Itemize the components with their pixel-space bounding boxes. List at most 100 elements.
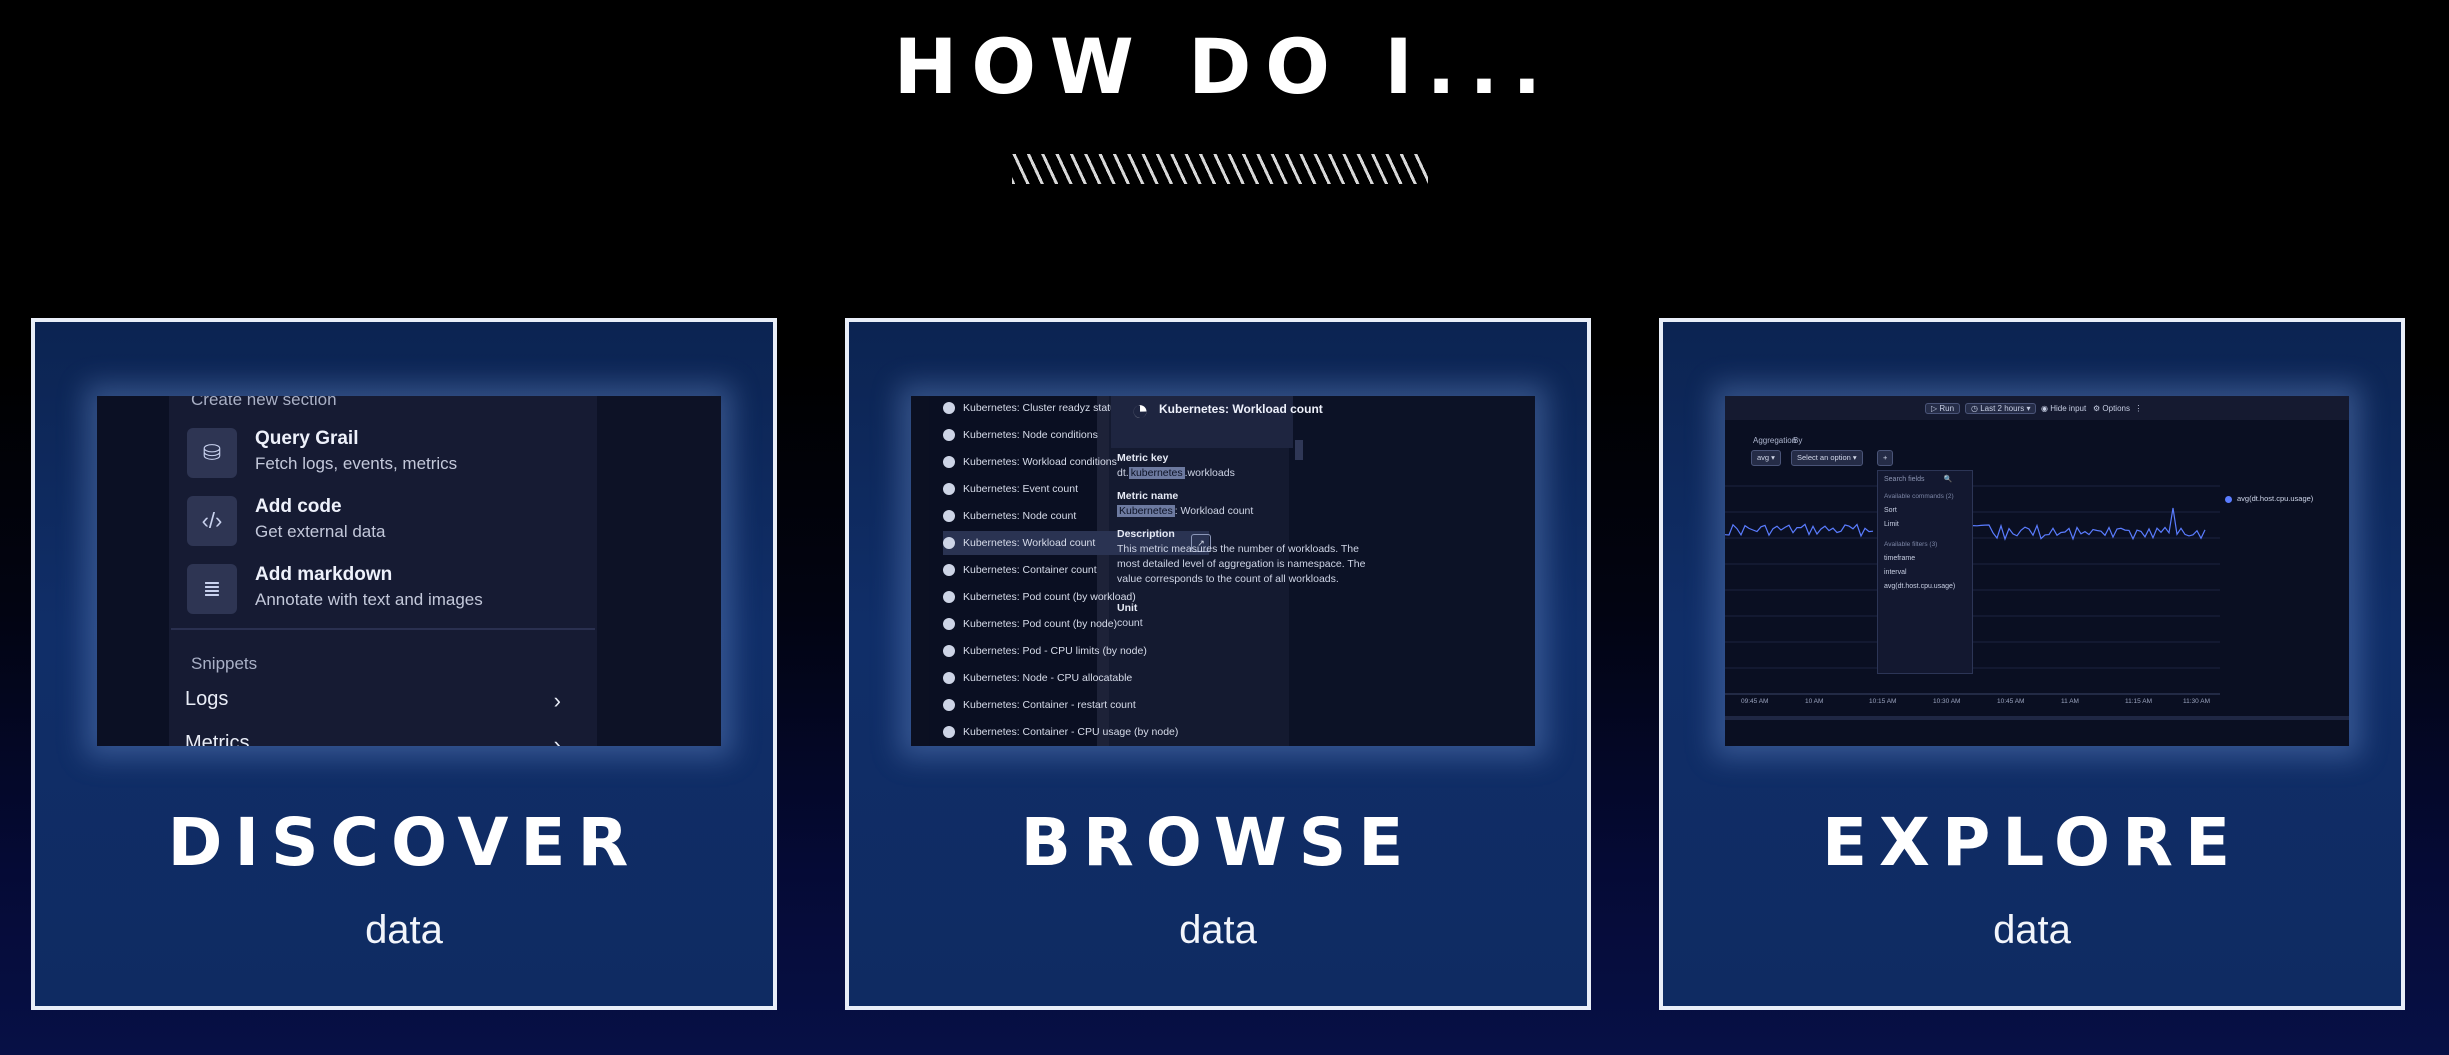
side-handle[interactable]: [1295, 440, 1303, 460]
x-tick: 10:15 AM: [1869, 698, 1897, 705]
kubernetes-icon: [943, 618, 955, 631]
browse-card[interactable]: Kubernetes: Cluster readyz status Kubern…: [845, 318, 1591, 1010]
card-noun: data: [365, 908, 443, 952]
card-noun: data: [1993, 908, 2071, 952]
series-line: [1725, 523, 1874, 538]
metric-label: Kubernetes: Container - CPU usage (by no…: [963, 726, 1179, 738]
dropdown-section-header: Available commands (2): [1884, 493, 1954, 500]
hide-input-button[interactable]: ◉ Hide input: [2041, 404, 2087, 413]
metric-name-label: Metric name: [1117, 490, 1179, 502]
metric-list-item[interactable]: Kubernetes: Pod count (by workload): [943, 585, 1333, 609]
metric-list-item[interactable]: Kubernetes: Node conditions: [943, 423, 1333, 447]
list-scrollbar[interactable]: [1097, 396, 1109, 746]
detail-header: [1111, 396, 1293, 448]
dropdown-option[interactable]: Limit: [1884, 521, 1899, 528]
run-button[interactable]: ▷ Run: [1925, 402, 1961, 416]
dropdown-section-header: Available filters (3): [1884, 541, 1938, 548]
add-markdown-option[interactable]: ≣ Add markdown Annotate with text and im…: [187, 562, 587, 618]
unit-label: Unit: [1117, 602, 1138, 614]
browse-screenshot: Kubernetes: Cluster readyz status Kubern…: [911, 396, 1535, 746]
x-tick: 10:30 AM: [1933, 698, 1961, 705]
dropdown-option[interactable]: Sort: [1884, 507, 1897, 514]
background-pane: [1289, 396, 1535, 746]
query-grail-option[interactable]: ⛁ Query Grail Fetch logs, events, metric…: [187, 426, 587, 482]
option-subtitle: Annotate with text and images: [255, 590, 483, 609]
metric-list-item-selected[interactable]: Kubernetes: Workload count↗: [943, 531, 1211, 555]
chevron-right-icon: ›: [553, 688, 561, 713]
dropdown-option[interactable]: avg(dt.host.cpu.usage): [1884, 583, 1956, 590]
open-icon[interactable]: ↗: [1191, 534, 1211, 552]
explore-screenshot: ▷ Run ◷ Last 2 hours ▾ ◉ Hide input ⚙ Op…: [1725, 396, 2349, 746]
metric-list-item[interactable]: Kubernetes: Pod count (by node): [943, 612, 1333, 636]
metric-list-item[interactable]: Kubernetes: Container count: [943, 558, 1333, 582]
kubernetes-icon: [943, 645, 955, 658]
metric-label: Kubernetes: Pod count (by workload): [963, 591, 1136, 603]
series-line: [1972, 507, 2206, 541]
by-label: By: [1793, 436, 1803, 445]
metric-list-item[interactable]: Kubernetes: Pod - CPU limits (by node): [943, 639, 1333, 663]
aggregation-label: Aggregation: [1753, 436, 1797, 445]
x-tick: 10 AM: [1805, 698, 1824, 705]
snippet-label: Logs: [185, 688, 229, 710]
chevron-right-icon: ›: [553, 732, 561, 746]
x-tick: 11:30 AM: [2183, 698, 2210, 705]
card-verb: BROWSE: [1020, 804, 1416, 881]
option-subtitle: Fetch logs, events, metrics: [255, 454, 458, 473]
metric-label: Kubernetes: Event count: [963, 483, 1078, 495]
metric-list-item[interactable]: Kubernetes: Container - restart count: [943, 693, 1333, 717]
metric-label: Kubernetes: Pod count (by node): [963, 618, 1118, 630]
chart-legend[interactable]: avg(dt.host.cpu.usage): [2225, 494, 2313, 503]
metric-list-item[interactable]: Kubernetes: Event count: [943, 477, 1333, 501]
options-button[interactable]: ⚙ Options ⋮: [2093, 404, 2143, 413]
description-label: Description: [1117, 528, 1175, 540]
metric-key-value: dt.kubernetes.workloads: [1117, 467, 1235, 479]
metric-detail-panel: [1109, 396, 1289, 746]
add-code-option[interactable]: ‹/› Add code Get external data: [187, 494, 587, 550]
metric-label: Kubernetes: Cluster readyz status: [963, 402, 1122, 414]
kubernetes-icon: [943, 402, 955, 415]
timeframe-selector[interactable]: ◷ Last 2 hours ▾: [1965, 402, 2037, 416]
code-icon: ‹/›: [187, 496, 237, 546]
search-fields-input[interactable]: Search fields 🔍: [1884, 476, 1953, 483]
discover-screenshot: Create new section ⛁ Query Grail Fetch l…: [97, 396, 721, 746]
fields-dropdown[interactable]: Search fields 🔍 Available commands (2) S…: [1877, 470, 1973, 674]
card-verb: DISCOVER: [167, 804, 641, 881]
metric-label: Kubernetes: Pod - CPU limits (by node): [963, 645, 1147, 657]
by-select[interactable]: Select an option ▾: [1791, 450, 1863, 466]
option-title: Add markdown: [255, 564, 393, 585]
metric-key-label: Metric key: [1117, 452, 1169, 464]
discover-card[interactable]: Create new section ⛁ Query Grail Fetch l…: [31, 318, 777, 1010]
kubernetes-icon: [943, 429, 955, 442]
metric-list-item[interactable]: Kubernetes: Cluster readyz status: [943, 396, 1333, 420]
metric-name-value: Kubernetes: Workload count: [1117, 505, 1254, 517]
option-title: Query Grail: [255, 428, 359, 449]
metric-label: Kubernetes: Node conditions: [963, 429, 1098, 441]
dropdown-option[interactable]: interval: [1884, 569, 1907, 576]
metric-list-item[interactable]: Kubernetes: Node - CPU allocatable: [943, 666, 1333, 690]
metric-label: Kubernetes: Node count: [963, 510, 1077, 522]
metric-list: Kubernetes: Cluster readyz status Kubern…: [929, 396, 1211, 746]
snippet-metrics[interactable]: Metrics ›: [185, 732, 585, 746]
kubernetes-icon: [943, 699, 955, 712]
unit-value: count: [1117, 617, 1143, 629]
grail-icon: ⛁: [187, 428, 237, 478]
metric-list-item[interactable]: Kubernetes: Workload conditions: [943, 450, 1333, 474]
gauge-icon: ◔: [1130, 396, 1150, 427]
add-button[interactable]: +: [1877, 450, 1894, 466]
dropdown-option[interactable]: timeframe: [1884, 555, 1916, 562]
metric-list-item[interactable]: Kubernetes: Node count: [943, 504, 1333, 528]
aggregation-select[interactable]: avg ▾: [1751, 450, 1781, 466]
snippet-label: Metrics: [185, 732, 250, 746]
metric-label: Kubernetes: Container - restart count: [963, 699, 1136, 711]
x-tick: 11:15 AM: [2125, 698, 2152, 705]
explore-card[interactable]: ▷ Run ◷ Last 2 hours ▾ ◉ Hide input ⚙ Op…: [1659, 318, 2405, 1010]
metric-label: Kubernetes: Node - CPU allocatable: [963, 672, 1133, 684]
kubernetes-icon: [943, 591, 955, 604]
create-section-header: Create new section: [191, 396, 337, 409]
snippet-logs[interactable]: Logs ›: [185, 688, 585, 713]
x-tick: 09:45 AM: [1741, 698, 1769, 705]
metric-list-item[interactable]: Kubernetes: Container - CPU usage (by no…: [943, 720, 1333, 744]
option-title: Add code: [255, 496, 342, 517]
kubernetes-icon: [943, 456, 955, 469]
cpu-usage-chart: [1725, 485, 2220, 695]
